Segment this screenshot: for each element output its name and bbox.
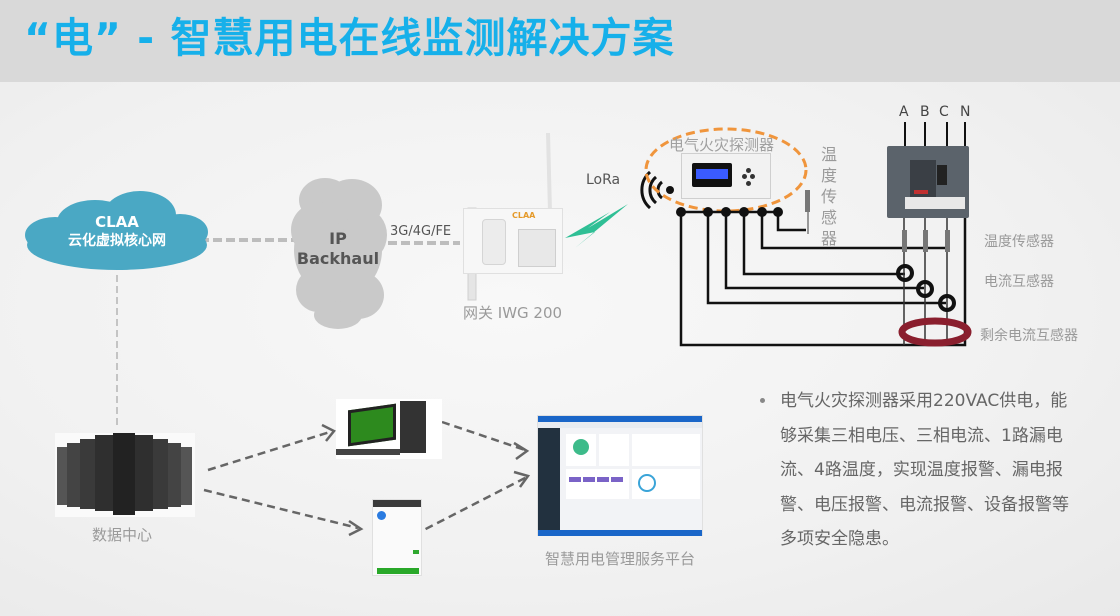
temp-sensor-char: 传 — [820, 187, 837, 206]
phase-lines — [904, 122, 966, 148]
detector-caption: 电气火灾探测器 — [669, 136, 775, 154]
phase-label-b: B — [920, 104, 930, 120]
current-transformer-label: 电流互感器 — [984, 274, 1054, 290]
residual-current-ring — [898, 317, 972, 347]
phase-label-a: A — [899, 104, 909, 120]
temp-sensor-char: 度 — [820, 166, 837, 185]
bullet-dot-icon — [760, 398, 765, 403]
current-transformers — [896, 264, 956, 312]
core-cloud-label: CLAA 云化虚拟核心网 — [57, 213, 177, 251]
circuit-breaker-image — [887, 146, 969, 218]
mobile-app-screenshot — [372, 499, 422, 576]
temp-sensor-probe-icon — [805, 190, 810, 234]
wireless-signal-icon — [640, 170, 664, 210]
data-flow-arrows — [203, 420, 528, 537]
core-cloud-subtitle: 云化虚拟核心网 — [68, 233, 166, 249]
fire-detector-image — [681, 153, 771, 199]
gateway-caption: 网关 IWG 200 — [463, 304, 563, 322]
datacenter-caption: 数据中心 — [92, 526, 153, 544]
backhaul-cloud-label: IP Backhaul — [290, 229, 386, 269]
backhaul-cloud-shape — [291, 178, 387, 329]
detector-wiring — [679, 200, 967, 347]
detector-highlight-ring — [644, 127, 808, 213]
desktop-computer-image — [336, 399, 442, 459]
lora-label: LoRa — [586, 172, 621, 188]
temp-sensor-char: 器 — [820, 229, 837, 248]
breaker-temp-sensor-label: 温度传感器 — [984, 234, 1054, 250]
link-label: 3G/4G/FE — [390, 224, 452, 239]
server-racks-icon — [57, 433, 192, 515]
backhaul-cloud-title: IP — [329, 229, 347, 248]
description-text: 电气火灾探测器采用220VAC供电，能够采集三相电压、三相电流、1路漏电流、4路… — [780, 391, 1069, 549]
gateway-brand: CLAA — [512, 211, 536, 220]
platform-caption: 智慧用电管理服务平台 — [545, 550, 696, 568]
datacenter-servers-image — [55, 433, 195, 517]
detector-terminals — [676, 207, 783, 217]
core-cloud-shape — [25, 191, 208, 270]
residual-current-transformer-label: 剩余电流互感器 — [980, 328, 1078, 344]
backhaul-cloud-subtitle: Backhaul — [296, 249, 380, 268]
temp-sensor-char: 感 — [820, 208, 837, 227]
gateway-device-image: CLAA — [463, 208, 563, 274]
temp-sensor-char: 温 — [820, 145, 837, 164]
arrow-heads — [321, 423, 531, 537]
description-bullet: 电气火灾探测器采用220VAC供电，能够采集三相电压、三相电流、1路漏电流、4路… — [760, 384, 1070, 557]
core-cloud-title: CLAA — [95, 213, 139, 231]
gateway-antenna — [546, 132, 552, 213]
platform-dashboard-screenshot — [537, 415, 703, 536]
lora-bolt-icon — [565, 204, 628, 248]
page-title: “电” - 智慧用电在线监测解决方案 — [24, 14, 675, 62]
phase-label-n: N — [960, 104, 971, 120]
breaker-temp-sensors — [902, 230, 950, 252]
phase-label-c: C — [939, 104, 949, 120]
temp-sensor-vertical-label: 温 度 传 感 器 — [820, 144, 838, 249]
header-bar: “电” - 智慧用电在线监测解决方案 — [0, 0, 1120, 82]
